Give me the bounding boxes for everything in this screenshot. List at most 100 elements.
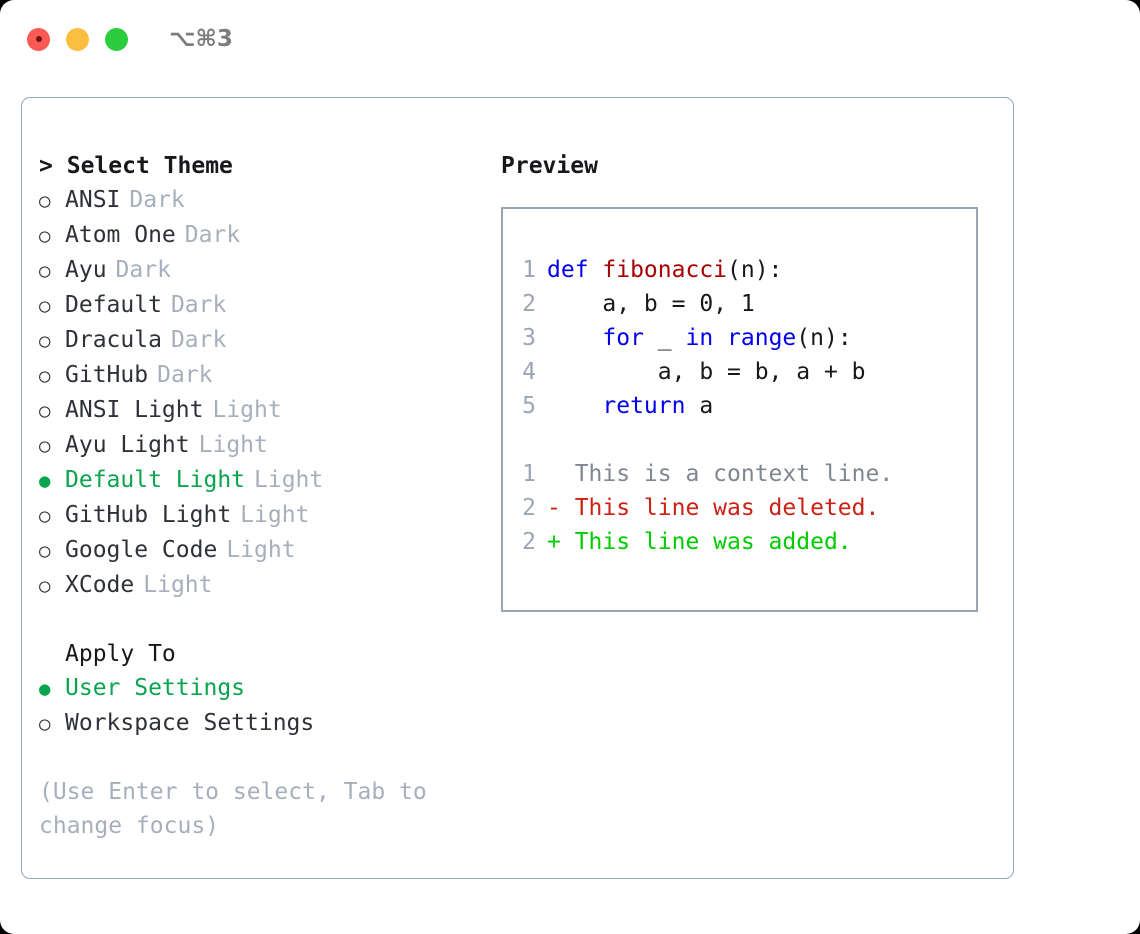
code-token-pl bbox=[547, 393, 602, 419]
code-token-pl bbox=[713, 325, 727, 351]
prompt-caret-icon: > bbox=[39, 153, 53, 179]
radio-unselected-icon: ○ bbox=[39, 260, 51, 282]
radio-unselected-icon: ○ bbox=[39, 190, 51, 212]
code-token-pl: (n): bbox=[727, 257, 783, 283]
code-line-text: a, b = 0, 1 bbox=[547, 287, 755, 321]
diff-line-number: 1 bbox=[522, 461, 536, 487]
page-title: > Select Theme bbox=[39, 149, 492, 183]
apply-to-heading: Apply To bbox=[65, 641, 176, 667]
code-line-number: 2 bbox=[522, 291, 536, 317]
theme-option-label: Ayu bbox=[65, 257, 107, 283]
theme-option-label: Google Code bbox=[65, 537, 218, 563]
code-line: 4 a, b = b, a + b bbox=[503, 355, 976, 389]
radio-unselected-icon: ○ bbox=[39, 540, 51, 562]
theme-option-tag: Light bbox=[212, 397, 282, 423]
radio-unselected-icon: ○ bbox=[39, 575, 51, 597]
radio-selected-icon: ● bbox=[39, 470, 51, 492]
window-title: ⌥⌘3 bbox=[169, 26, 233, 52]
theme-option-default[interactable]: ○ Default Dark bbox=[39, 288, 492, 323]
theme-option-label: Default Light bbox=[65, 467, 246, 493]
theme-option-tag: Light bbox=[143, 572, 213, 598]
traffic-light-group bbox=[27, 27, 128, 51]
diff-line-text: This is a context line. bbox=[547, 461, 894, 487]
code-line-number: 5 bbox=[522, 393, 536, 419]
radio-unselected-icon: ○ bbox=[39, 713, 51, 735]
maximize-window-icon[interactable] bbox=[105, 27, 128, 51]
radio-unselected-icon: ○ bbox=[39, 400, 51, 422]
theme-option-label: GitHub Light bbox=[65, 502, 232, 528]
theme-option-google-code[interactable]: ○ Google Code Light bbox=[39, 533, 492, 568]
code-token-pl: _ bbox=[643, 325, 686, 351]
code-token-kw: return bbox=[602, 393, 686, 419]
apply-to-list: ●User Settings ○ Workspace Settings bbox=[39, 671, 492, 741]
radio-unselected-icon: ○ bbox=[39, 330, 51, 352]
theme-option-label: ANSI Light bbox=[65, 397, 204, 423]
radio-unselected-icon: ○ bbox=[39, 295, 51, 317]
radio-selected-icon: ● bbox=[39, 678, 51, 700]
theme-option-tag: Light bbox=[240, 502, 310, 528]
radio-unselected-icon: ○ bbox=[39, 225, 51, 247]
theme-option-xcode[interactable]: ○ XCode Light bbox=[39, 568, 492, 603]
theme-option-tag: Dark bbox=[157, 362, 213, 388]
theme-option-github-light[interactable]: ○ GitHub Light Light bbox=[39, 498, 492, 533]
page-title-label: Select Theme bbox=[66, 153, 233, 179]
code-line-number: 4 bbox=[522, 359, 536, 385]
code-line: 3 for _ in range(n): bbox=[503, 321, 976, 355]
diff-line-add: 2 + This line was added. bbox=[503, 525, 976, 559]
code-line-number: 1 bbox=[522, 257, 536, 283]
code-token-pl: (n): bbox=[796, 325, 852, 351]
theme-option-tag: Dark bbox=[129, 187, 185, 213]
theme-option-tag: Dark bbox=[170, 327, 227, 353]
theme-option-label: Default bbox=[65, 292, 162, 318]
code-token-pl: a, b = b, a + b bbox=[547, 359, 866, 385]
minimize-window-icon[interactable] bbox=[66, 27, 89, 51]
code-line: 2 a, b = 0, 1 bbox=[503, 287, 976, 321]
code-line-number: 3 bbox=[522, 325, 536, 351]
code-diff-spacer bbox=[503, 423, 976, 457]
diff-sample: 1 This is a context line. 2 - This line wa… bbox=[503, 457, 976, 559]
theme-option-default-light[interactable]: ● Default Light Light bbox=[39, 463, 492, 498]
code-line-text: a, b = b, a + b bbox=[547, 355, 866, 389]
theme-option-label: ANSI bbox=[65, 187, 121, 213]
theme-option-label: GitHub bbox=[65, 362, 149, 388]
theme-option-ansi-light[interactable]: ○ ANSI Light Light bbox=[39, 393, 492, 428]
code-line-text: return a bbox=[547, 389, 713, 423]
theme-option-ansi[interactable]: ○ ANSI Dark bbox=[39, 183, 492, 218]
code-token-pl: a, b = 0, 1 bbox=[547, 291, 755, 317]
apply-to-option-user-settings[interactable]: ●User Settings bbox=[39, 671, 492, 706]
theme-option-github[interactable]: ○ GitHub Dark bbox=[39, 358, 492, 393]
theme-option-label: XCode bbox=[65, 572, 135, 598]
radio-unselected-icon: ○ bbox=[39, 365, 51, 387]
diff-line-text: + This line was added. bbox=[547, 529, 852, 555]
theme-option-label: Atom One bbox=[65, 222, 176, 248]
apply-to-option-label: Workspace Settings bbox=[65, 710, 315, 736]
code-token-kw: in bbox=[685, 325, 714, 351]
diff-line-number: 2 bbox=[522, 495, 536, 521]
close-window-icon[interactable] bbox=[27, 27, 50, 51]
diff-line-number: 2 bbox=[522, 529, 536, 555]
preview-title: Preview bbox=[501, 153, 598, 179]
apply-to-option-workspace-settings[interactable]: ○ Workspace Settings bbox=[39, 706, 492, 741]
diff-line-text: - This line was deleted. bbox=[547, 495, 880, 521]
theme-option-tag: Light bbox=[226, 537, 296, 563]
theme-option-tag: Light bbox=[254, 467, 324, 493]
code-token-kw: for bbox=[602, 325, 644, 351]
keyboard-hint: (Use Enter to select, Tab to change focu… bbox=[39, 779, 441, 839]
radio-unselected-icon: ○ bbox=[39, 505, 51, 527]
code-line: 5 return a bbox=[503, 389, 976, 423]
theme-option-tag: Dark bbox=[170, 292, 227, 318]
code-line: 1 def fibonacci(n): bbox=[503, 253, 976, 287]
code-token-fn: fibonacci bbox=[602, 257, 728, 283]
theme-option-label: Ayu Light bbox=[65, 432, 190, 458]
code-line-text: def fibonacci(n): bbox=[547, 253, 782, 287]
